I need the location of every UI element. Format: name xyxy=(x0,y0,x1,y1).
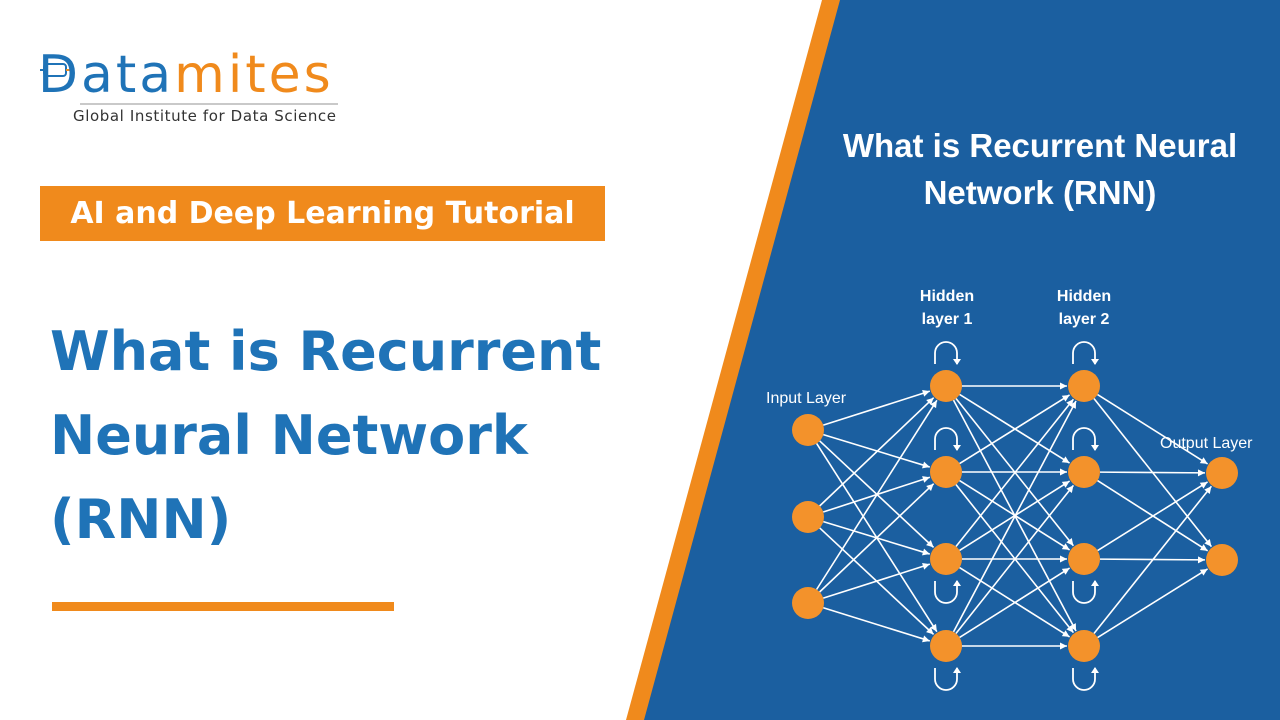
arrowhead-hidden-1-4-to-hidden-2-3 xyxy=(1061,568,1070,575)
blue-diagram-panel xyxy=(644,0,1280,720)
arrowhead-hidden-1-2-to-hidden-2-4 xyxy=(1066,625,1074,633)
arrowhead-hidden-1-3-to-hidden-2-2 xyxy=(1061,481,1070,488)
hidden-1-node-4 xyxy=(930,630,962,662)
connection-hidden-2-4-to-output-2 xyxy=(1097,568,1208,639)
rnn-network-diagram xyxy=(792,341,1238,691)
arrowhead-input-1-to-hidden-1-2 xyxy=(922,461,930,469)
arrowhead-input-2-to-hidden-1-2 xyxy=(922,476,930,483)
hidden-layer-1-label: Hidden layer 1 xyxy=(919,288,975,328)
arrowhead-hidden-1-4-to-hidden-2-2 xyxy=(1066,485,1074,493)
recurrent-loop-arrow-hidden-1-1 xyxy=(953,359,961,365)
recurrent-loop-icon-hidden-2-2 xyxy=(1072,427,1096,450)
arrowhead-hidden-1-1-to-hidden-2-4 xyxy=(1069,623,1077,631)
connection-input-3-to-hidden-1-2 xyxy=(819,483,935,593)
recurrent-loop-icon-hidden-2-3 xyxy=(1072,581,1096,604)
hidden-1-node-3 xyxy=(930,543,962,575)
connection-input-3-to-hidden-1-4 xyxy=(823,606,931,642)
connection-input-2-to-hidden-1-1 xyxy=(819,397,935,507)
title-underline xyxy=(52,602,394,611)
logo-wordmark-blue: Data xyxy=(38,45,175,105)
connection-input-3-to-hidden-1-1 xyxy=(815,399,938,590)
connection-hidden-1-2-to-hidden-2-1 xyxy=(959,394,1070,465)
recurrent-loop-icon-hidden-1-3 xyxy=(934,581,958,604)
arrowhead-hidden-2-1-to-output-1 xyxy=(1199,457,1208,464)
recurrent-loop-arrow-hidden-1-2 xyxy=(953,445,961,451)
input-node-1 xyxy=(792,414,824,446)
input-node-3 xyxy=(792,587,824,619)
connection-hidden-1-3-to-hidden-2-1 xyxy=(955,398,1075,547)
arrowhead-hidden-1-3-to-hidden-2-4 xyxy=(1061,630,1070,637)
hidden-2-node-4 xyxy=(1068,630,1100,662)
connection-hidden-1-4-to-hidden-2-3 xyxy=(959,567,1071,639)
arrowhead-input-3-to-hidden-1-1 xyxy=(930,400,937,409)
arrowhead-hidden-1-3-to-hidden-2-3 xyxy=(1060,555,1067,563)
recurrent-loop-icon-hidden-2-4 xyxy=(1072,668,1096,691)
logo-wordmark-orange: mites xyxy=(174,45,334,105)
connection-hidden-2-1-to-output-1 xyxy=(1097,393,1209,465)
arrowhead-input-1-to-hidden-1-4 xyxy=(930,623,937,632)
connection-input-3-to-hidden-1-3 xyxy=(823,563,931,599)
logo-tagline: Global Institute for Data Science xyxy=(73,107,337,125)
arrowhead-input-3-to-hidden-1-4 xyxy=(922,635,930,643)
recurrent-loop-icon-hidden-2-1 xyxy=(1072,341,1096,364)
logo-chip-icon xyxy=(40,63,74,77)
hidden-layer-2-label: Hidden layer 2 xyxy=(1056,288,1112,328)
recurrent-loop-arrow-hidden-2-2 xyxy=(1091,445,1099,451)
connection-hidden-2-2-to-output-1 xyxy=(1099,471,1206,474)
output-node-1 xyxy=(1206,457,1238,489)
arrowhead-hidden-2-2-to-output-1 xyxy=(1197,469,1206,477)
recurrent-loop-arrow-hidden-2-4 xyxy=(1091,667,1099,673)
arrowhead-hidden-2-1-to-output-2 xyxy=(1204,539,1212,547)
logo-divider xyxy=(80,103,338,105)
hidden-1-node-1 xyxy=(930,370,962,402)
arrowhead-hidden-1-1-to-hidden-2-3 xyxy=(1066,538,1074,546)
input-node-2 xyxy=(792,501,824,533)
arrowhead-input-3-to-hidden-1-3 xyxy=(922,562,930,570)
connection-hidden-2-3-to-output-1 xyxy=(1097,481,1208,552)
arrowhead-hidden-2-4-to-output-1 xyxy=(1204,486,1212,494)
arrowhead-input-2-to-hidden-1-1 xyxy=(926,397,934,406)
arrowhead-hidden-1-1-to-hidden-2-1 xyxy=(1060,382,1067,390)
output-node-2 xyxy=(1206,544,1238,576)
arrowhead-hidden-2-3-to-output-2 xyxy=(1197,556,1206,564)
arrowhead-hidden-1-4-to-hidden-2-4 xyxy=(1060,642,1067,650)
connection-hidden-1-4-to-hidden-2-1 xyxy=(952,400,1077,633)
recurrent-loop-arrow-hidden-2-1 xyxy=(1091,359,1099,365)
recurrent-loop-arrow-hidden-1-4 xyxy=(953,667,961,673)
connection-hidden-1-4-to-hidden-2-2 xyxy=(955,484,1075,634)
arrowhead-input-2-to-hidden-1-3 xyxy=(922,548,930,556)
output-layer-label: Output Layer xyxy=(1160,435,1253,452)
arrowhead-hidden-1-2-to-hidden-2-2 xyxy=(1060,468,1067,476)
recurrent-loop-arrow-hidden-1-3 xyxy=(953,580,961,586)
recurrent-loop-icon-hidden-1-4 xyxy=(934,668,958,691)
hidden-2-node-2 xyxy=(1068,456,1100,488)
arrowhead-hidden-1-1-to-hidden-2-2 xyxy=(1061,456,1070,464)
arrowhead-input-2-to-hidden-1-4 xyxy=(926,627,934,635)
recurrent-loop-icon-hidden-1-1 xyxy=(934,341,958,364)
input-layer-label: Input Layer xyxy=(766,390,847,407)
arrowhead-input-1-to-hidden-1-3 xyxy=(926,540,934,548)
arrowhead-hidden-1-4-to-hidden-2-1 xyxy=(1069,401,1077,409)
arrowhead-input-3-to-hidden-1-2 xyxy=(926,483,934,492)
connection-input-1-to-hidden-1-1 xyxy=(823,390,931,426)
recurrent-loop-arrow-hidden-2-3 xyxy=(1091,580,1099,586)
arrowhead-hidden-2-2-to-output-2 xyxy=(1199,544,1208,551)
arrowhead-hidden-1-2-to-hidden-2-3 xyxy=(1061,543,1070,550)
main-title: What is Recurrent Neural Network (RNN) xyxy=(50,320,602,551)
datamites-logo: Datamites xyxy=(38,40,334,110)
arrowhead-input-1-to-hidden-1-1 xyxy=(922,389,930,397)
panel-title: What is Recurrent Neural Network (RNN) xyxy=(842,127,1238,211)
arrowhead-hidden-2-3-to-output-1 xyxy=(1199,481,1208,489)
arrowhead-hidden-1-2-to-hidden-2-1 xyxy=(1061,394,1070,402)
hidden-1-node-2 xyxy=(930,456,962,488)
arrowhead-hidden-2-4-to-output-2 xyxy=(1199,568,1208,576)
tutorial-badge: AI and Deep Learning Tutorial xyxy=(40,186,605,241)
recurrent-loop-icon-hidden-1-2 xyxy=(934,427,958,450)
hidden-2-node-3 xyxy=(1068,543,1100,575)
hidden-2-node-1 xyxy=(1068,370,1100,402)
connection-hidden-2-4-to-output-1 xyxy=(1093,485,1213,634)
